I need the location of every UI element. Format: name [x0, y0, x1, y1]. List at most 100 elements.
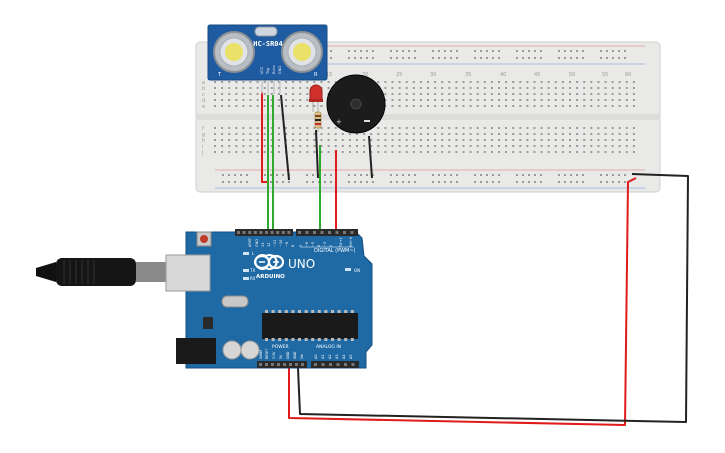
breadboard-hole [498, 145, 500, 147]
breadboard-hole [554, 99, 557, 101]
breadboard-hole [611, 133, 614, 135]
dpin-label: ~9 [285, 242, 289, 247]
rail-hole [486, 50, 488, 52]
rail-hole [330, 50, 332, 52]
breadboard-hole [285, 87, 287, 89]
breadboard-hole [526, 133, 529, 135]
breadboard-hole [221, 93, 224, 95]
breadboard-hole [632, 127, 635, 129]
breadboard-hole [519, 99, 522, 101]
breadboard-hole [327, 81, 330, 83]
breadboard-hole [363, 145, 366, 147]
rail-hole [570, 57, 572, 59]
breadboard-hole [611, 127, 614, 129]
breadboard-hole [483, 87, 486, 89]
breadboard-hole [285, 105, 287, 107]
arduino-logo [253, 254, 285, 270]
l-label: L [252, 251, 255, 256]
breadboard-hole [618, 99, 621, 101]
breadboard-hole [590, 133, 593, 135]
breadboard-hole [370, 145, 373, 147]
breadboard-hole [547, 127, 550, 129]
breadboard-hole [590, 105, 593, 107]
breadboard-hole [483, 139, 486, 141]
breadboard-hole [540, 151, 543, 153]
rail-hole [570, 50, 572, 52]
breadboard-hole [540, 105, 543, 107]
breadboard-hole [590, 81, 593, 83]
header-pin [351, 363, 355, 366]
breadboard-hole [242, 99, 245, 101]
breadboard-hole [214, 81, 216, 83]
breadboard-hole [228, 139, 231, 141]
breadboard-hole [604, 127, 607, 129]
rail-hole [354, 174, 356, 176]
breadboard-hole [441, 133, 444, 135]
breadboard-hole [348, 139, 351, 141]
breadboard-hole [576, 151, 579, 153]
apin-label: A2 [328, 354, 332, 359]
breadboard-hole [448, 105, 451, 107]
rail-hole [306, 181, 308, 183]
rail-hole [402, 174, 404, 176]
breadboard-hole [498, 93, 500, 95]
chip-legs [265, 310, 354, 341]
header-pin [343, 231, 346, 234]
rail-hole [408, 57, 410, 59]
breadboard-hole [611, 93, 614, 95]
rail-hole [624, 50, 626, 52]
dpin-label: RX←0 [349, 237, 353, 247]
breadboard-hole [341, 139, 344, 141]
breadboard-hole [448, 81, 451, 83]
rail-hole [522, 50, 524, 52]
rail-hole [474, 181, 476, 183]
breadboard-hole [505, 81, 508, 83]
breadboard-hole [490, 87, 493, 89]
rail-hole [354, 50, 356, 52]
breadboard-hole [235, 139, 238, 141]
sensor-crystal [254, 26, 278, 37]
breadboard-hole [277, 87, 280, 89]
breadboard-hole [441, 87, 444, 89]
breadboard-hole [391, 93, 394, 95]
breadboard-hole [540, 139, 543, 141]
rail-hole [606, 174, 608, 176]
breadboard-hole [427, 151, 429, 153]
breadboard-hole [519, 87, 522, 89]
breadboard-hole [299, 81, 302, 83]
breadboard-hole [292, 145, 295, 147]
header-pin [295, 363, 298, 366]
chip-leg [337, 310, 341, 313]
breadboard-hole [341, 145, 344, 147]
breadboard-hole [285, 99, 287, 101]
breadboard-hole [221, 139, 224, 141]
breadboard-hole [569, 151, 571, 153]
apin-label: A3 [335, 354, 339, 359]
usb-port [165, 254, 211, 292]
breadboard-hole [299, 127, 302, 129]
crystal [221, 295, 249, 308]
breadboard-hole [547, 87, 550, 89]
breadboard-hole [384, 127, 387, 129]
header-pin [259, 363, 262, 366]
breadboard-hole [462, 145, 465, 147]
header-pin [237, 231, 240, 234]
ppin-label: 3.3V [272, 351, 276, 359]
breadboard-hole [455, 127, 458, 129]
breadboard-hole [569, 105, 571, 107]
row-letter: c [202, 92, 205, 98]
breadboard-hole [498, 99, 500, 101]
breadboard-hole [526, 145, 529, 147]
breadboard-hole [398, 139, 401, 141]
breadboard-hole [512, 151, 515, 153]
breadboard-hole [292, 151, 295, 153]
breadboard-hole [434, 139, 437, 141]
breadboard-hole [448, 127, 451, 129]
breadboard-hole [285, 127, 287, 129]
wire-sensor-vcc-red [261, 92, 269, 183]
breadboard-hole [270, 99, 273, 101]
breadboard-hole [405, 93, 408, 95]
rail-hole [582, 181, 584, 183]
analog-header-label: ANALOG IN [316, 344, 341, 350]
breadboard-hole [398, 99, 401, 101]
